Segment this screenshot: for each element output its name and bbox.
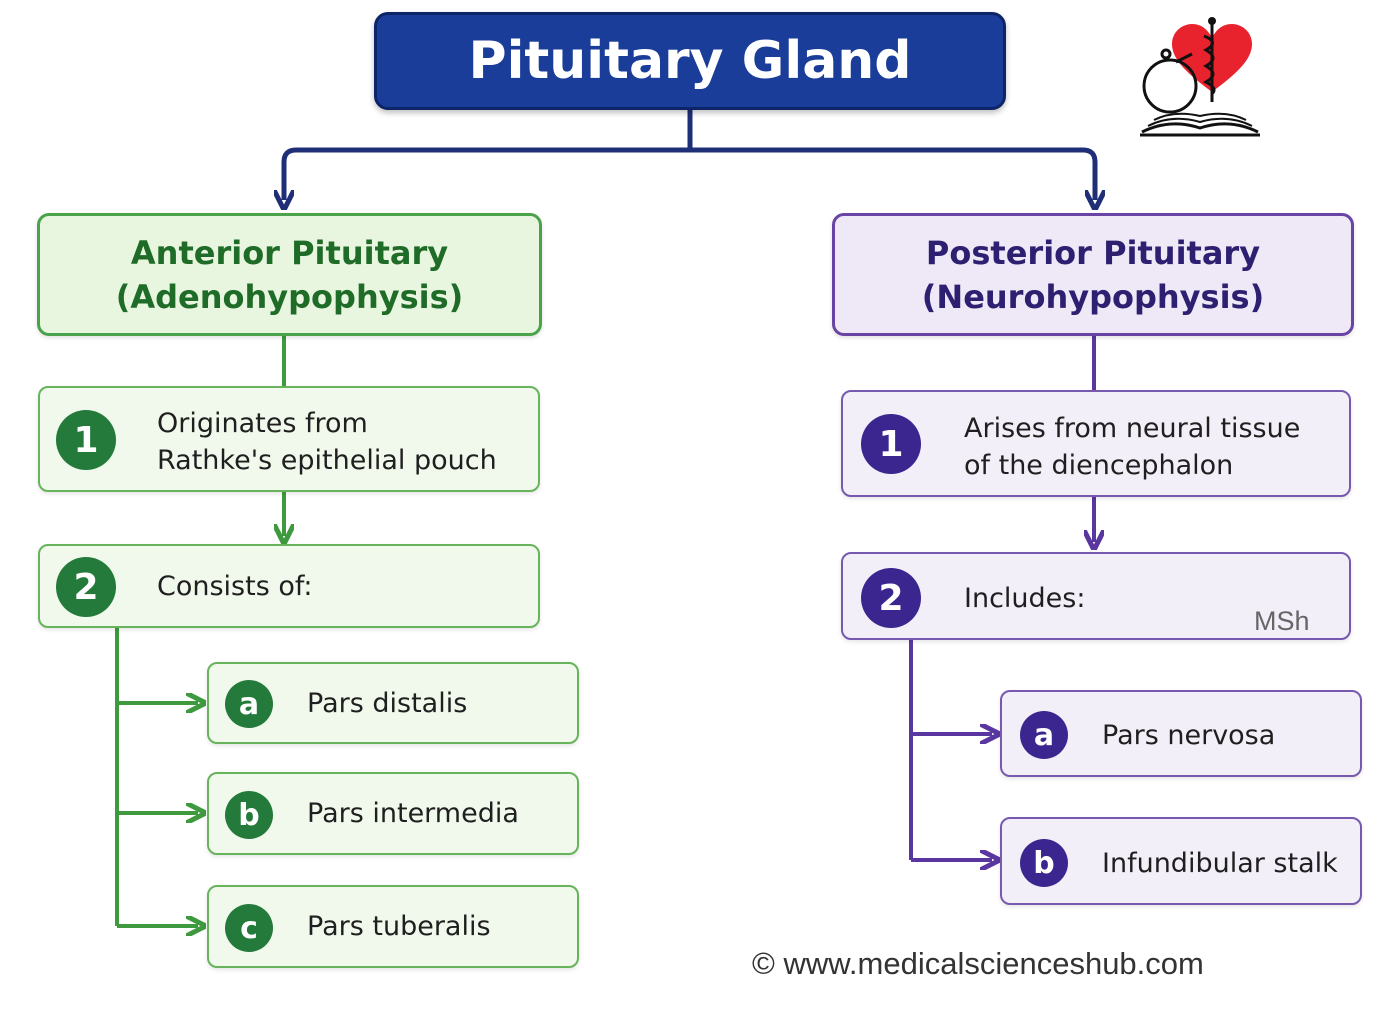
item-letter-badge: a	[225, 680, 273, 728]
anterior-step-1-line2: Rathke's epithelial pouch	[157, 445, 497, 476]
anterior-pituitary-header: Anterior Pituitary (Adenohypophysis)	[37, 213, 542, 336]
posterior-item-a-text: Pars nervosa	[1102, 720, 1276, 751]
posterior-step-1-line2: of the diencephalon	[964, 450, 1234, 481]
title-branch-connector	[284, 110, 1095, 200]
anterior-heading-line2: (Adenohypophysis)	[115, 277, 464, 316]
anterior-item-a-text: Pars distalis	[307, 688, 468, 719]
posterior-pituitary-header: Posterior Pituitary (Neurohypophysis)	[832, 213, 1354, 336]
posterior-step-1-text: Arises from neural tissue of the diencep…	[964, 410, 1300, 484]
anterior-item-c: c Pars tuberalis	[207, 885, 579, 968]
posterior-step-1: 1 Arises from neural tissue of the dienc…	[841, 390, 1351, 497]
posterior-heading-line2: (Neurohypophysis)	[921, 277, 1265, 316]
heart-caduceus-stethoscope-book-icon	[1136, 14, 1264, 138]
posterior-connectors	[909, 336, 1094, 860]
anterior-item-c-text: Pars tuberalis	[307, 911, 491, 942]
posterior-item-b-text: Infundibular stalk	[1102, 848, 1338, 879]
page-title: Pituitary Gland	[468, 31, 912, 91]
anterior-step-2: 2 Consists of:	[38, 544, 540, 628]
posterior-item-b: b Infundibular stalk	[1000, 817, 1362, 905]
watermark-initials: MSh	[1254, 606, 1310, 636]
posterior-item-a: a Pars nervosa	[1000, 690, 1362, 777]
posterior-step-1-line1: Arises from neural tissue	[964, 413, 1301, 444]
anterior-step-2-text: Consists of:	[157, 571, 313, 602]
posterior-step-2: 2 Includes: MSh	[841, 552, 1351, 640]
anterior-step-1-line1: Originates from	[157, 408, 368, 439]
step-number-badge: 2	[56, 557, 116, 617]
anterior-item-b-text: Pars intermedia	[307, 798, 519, 829]
step-number-badge: 2	[861, 568, 921, 628]
item-letter-badge: b	[225, 791, 273, 839]
anterior-step-1: 1 Originates from Rathke's epithelial po…	[38, 386, 540, 492]
posterior-heading-line1: Posterior Pituitary	[925, 233, 1261, 272]
anterior-item-b: b Pars intermedia	[207, 772, 579, 855]
anterior-item-a: a Pars distalis	[207, 662, 579, 744]
title-box: Pituitary Gland	[374, 12, 1006, 110]
item-letter-badge: b	[1020, 839, 1068, 887]
step-number-badge: 1	[56, 410, 116, 470]
copyright-footer: © www.medicalscienceshub.com	[752, 946, 1204, 981]
step-number-badge: 1	[861, 414, 921, 474]
anterior-connectors	[115, 336, 284, 926]
item-letter-badge: a	[1020, 711, 1068, 759]
item-letter-badge: c	[225, 904, 273, 952]
anterior-step-1-text: Originates from Rathke's epithelial pouc…	[157, 405, 497, 479]
anterior-heading-line1: Anterior Pituitary	[130, 233, 449, 272]
posterior-step-2-text: Includes:	[964, 583, 1086, 614]
